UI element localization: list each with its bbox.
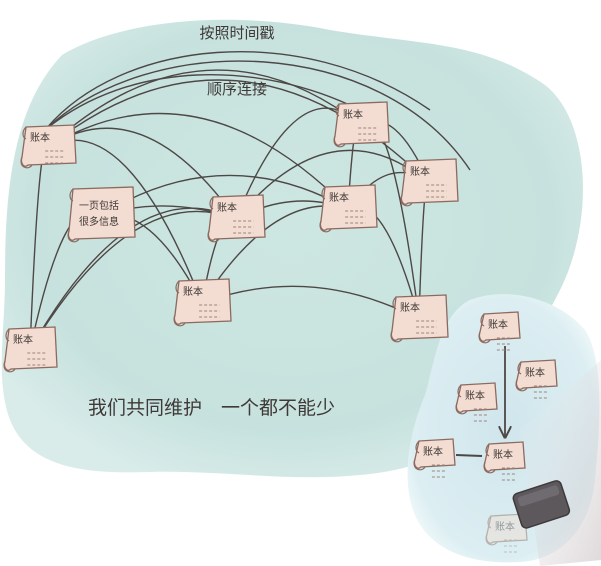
small-ledger-block: 账本 — [413, 438, 456, 478]
ledger-label: 账本 — [525, 366, 545, 379]
ledger-block: 账本 — [173, 278, 232, 327]
small-ledger-block: 账本 — [515, 359, 558, 399]
block-note-line-1: 一页包括 — [79, 199, 119, 212]
connection-curve — [44, 74, 361, 131]
caption-second: 顺序连接 — [207, 80, 267, 98]
small-ledger-block: 账本 — [483, 441, 526, 481]
caption-top: 按照时间戳 — [199, 24, 274, 42]
ledger-label: 账本 — [410, 165, 430, 178]
connection-curve — [44, 60, 471, 171]
ledger-label: 账本 — [13, 333, 33, 346]
connection-curve — [44, 50, 431, 131]
block-note-line-2: 很多信息 — [79, 215, 119, 228]
ledger-label: 账本 — [465, 389, 485, 402]
ledger-block: 账本 — [333, 101, 390, 148]
ledger-label: 账本 — [183, 285, 203, 298]
ledger-label: 账本 — [400, 301, 420, 314]
ledger-label: 账本 — [217, 201, 237, 214]
ledger-block: 账本 — [3, 326, 58, 373]
ledger-label: 账本 — [343, 108, 363, 121]
small-ledger-block: 账本 — [455, 382, 498, 422]
connection-curve — [47, 69, 362, 148]
ledger-label: 账本 — [30, 131, 50, 144]
ledger-block: 账本 — [390, 294, 449, 343]
ledger-label: 账本 — [488, 318, 508, 331]
ledger-label: 账本 — [423, 445, 443, 458]
ledger-label: 账本 — [329, 191, 349, 204]
ledger-block: 账本 — [20, 124, 77, 169]
ledger-block: 账本 — [207, 194, 266, 243]
small-ledger-block: 账本 — [478, 311, 521, 351]
link-line — [455, 454, 483, 457]
ledger-block: 账本 — [319, 184, 378, 233]
eraser-icon — [512, 480, 571, 529]
small-ledger-block: 账本 — [485, 513, 528, 553]
connection-curve — [47, 112, 349, 210]
caption-bottom: 我们共同维护 一个都不能少 — [88, 397, 335, 419]
ledger-label: 账本 — [493, 448, 513, 461]
ledger-label: 账本 — [495, 520, 515, 533]
small-network: 账本账本账本账本账本账本 — [413, 311, 558, 553]
ledger-block: 账本 — [400, 158, 459, 207]
